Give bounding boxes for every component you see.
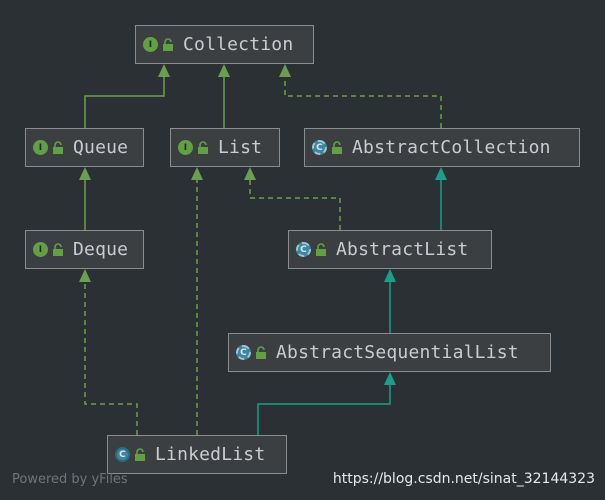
arrow-head-icon [158, 64, 170, 77]
edge-abstract-list-to-list [249, 180, 341, 230]
arrow-head-icon [435, 167, 447, 180]
edge-linked-list-to-abstract-sequential-list [257, 385, 391, 435]
abstract-class-icon: C [236, 345, 251, 360]
public-lock-icon [52, 140, 64, 155]
node-abstract-collection[interactable]: C AbstractCollection [304, 128, 580, 167]
edge-abstract-collection-to-collection [284, 77, 442, 128]
arrow-head-icon [218, 64, 230, 77]
abstract-class-icon: C [312, 140, 327, 155]
interface-icon: I [33, 140, 48, 155]
interface-icon: I [33, 242, 48, 257]
node-linked-list[interactable]: C LinkedList [107, 435, 287, 474]
public-lock-icon [52, 242, 64, 257]
abstract-class-icon: C [296, 242, 311, 257]
public-lock-icon [162, 37, 174, 52]
node-deque[interactable]: I Deque [25, 230, 144, 269]
arrow-head-icon [79, 269, 91, 282]
node-label: List [218, 136, 263, 158]
node-label: Collection [183, 33, 294, 55]
arrow-head-icon [384, 269, 396, 282]
arrow-head-icon [79, 167, 91, 180]
node-collection[interactable]: I Collection [135, 25, 314, 64]
public-lock-icon [197, 140, 209, 155]
edge-queue-to-collection [84, 77, 165, 128]
arrow-head-icon [191, 167, 203, 180]
node-label: Deque [73, 238, 129, 260]
watermark-url: https://blog.csdn.net/sinat_32144323 [332, 471, 595, 487]
node-label: AbstractSequentialList [276, 341, 519, 363]
node-list[interactable]: I List [170, 128, 280, 167]
public-lock-icon [331, 140, 343, 155]
node-queue[interactable]: I Queue [25, 128, 144, 167]
node-label: AbstractCollection [352, 136, 551, 158]
arrow-head-icon [244, 167, 256, 180]
interface-icon: I [178, 140, 193, 155]
class-icon: C [115, 447, 130, 462]
powered-by-text: Powered by yFiles [12, 472, 128, 487]
edge-linked-list-to-deque [84, 282, 138, 435]
arrow-head-icon [279, 64, 291, 77]
node-label: LinkedList [155, 443, 266, 465]
public-lock-icon [134, 447, 146, 462]
node-abstract-list[interactable]: C AbstractList [288, 230, 492, 269]
interface-icon: I [143, 37, 158, 52]
node-abstract-sequential-list[interactable]: C AbstractSequentialList [228, 333, 551, 372]
node-label: AbstractList [336, 238, 469, 260]
node-label: Queue [73, 136, 129, 158]
arrow-head-icon [384, 372, 396, 385]
public-lock-icon [315, 242, 327, 257]
public-lock-icon [255, 345, 267, 360]
